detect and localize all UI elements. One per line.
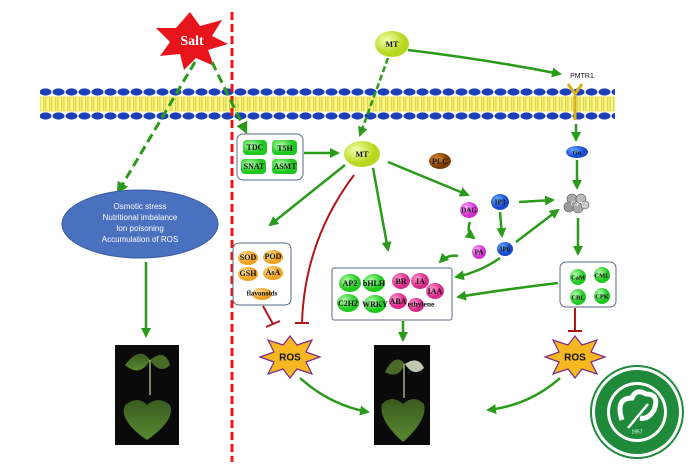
mt-inhibits-ros-line xyxy=(301,174,355,323)
mt-to-antioxidants-arrow xyxy=(268,164,346,227)
ip3-label: IP3 xyxy=(495,199,506,207)
plc-label: PLC xyxy=(432,157,448,166)
mt-uptake-arrow xyxy=(358,57,390,137)
mt-to-dag-arrow xyxy=(387,160,470,197)
g-alpha-node xyxy=(566,146,588,158)
sensor-cam: CaM xyxy=(571,274,585,281)
antioxidant-sod: SOD xyxy=(240,253,257,262)
enzyme-tdc: TDC xyxy=(247,143,264,152)
salt-to-synthesis-arrow xyxy=(210,61,248,135)
ip6-label: IP6 xyxy=(500,246,511,254)
salt-label: Salt xyxy=(180,34,204,49)
external-mt-label: MT xyxy=(386,40,400,49)
pa-to-tf-arrow xyxy=(438,252,459,264)
antioxidants-inhibit-ros-line xyxy=(262,305,274,325)
internal-melatonin xyxy=(344,141,380,167)
mt-to-tf-arrow xyxy=(371,167,392,252)
stress-effects-oval xyxy=(61,189,219,259)
ros-star-icon xyxy=(258,335,322,379)
ros-star-icon xyxy=(543,335,607,379)
institute-logo: 1957 xyxy=(590,365,684,459)
pa-node xyxy=(472,245,486,259)
receptor-icon xyxy=(566,83,584,120)
hormone-iaa: IAA xyxy=(428,287,443,296)
salt-stimulus: Salt xyxy=(156,12,228,70)
sensors-to-tf-arrow xyxy=(456,281,559,301)
antioxidant-gsh: GSH xyxy=(240,269,258,278)
inhibit-bar xyxy=(265,320,281,328)
ip3-to-ip6-arrow xyxy=(496,211,507,238)
sensor-cbl: CBL xyxy=(571,294,585,301)
stress-effect: Ion poisoning xyxy=(116,224,164,233)
hormone-aba: ABA xyxy=(390,297,407,306)
sensor-cml: CML xyxy=(594,272,610,279)
antioxidant-flavonoids: flavonoids xyxy=(247,290,278,298)
hormone-ethylene: ethylene xyxy=(408,300,435,309)
salt-to-stress-arrow xyxy=(116,61,197,195)
hormone-br: BR xyxy=(395,277,406,286)
plc-node xyxy=(429,153,451,169)
ros-left: ROS xyxy=(258,335,322,379)
ip6-node xyxy=(497,242,513,256)
sensor-cpk: CPK xyxy=(595,293,609,300)
dag-label: DAG xyxy=(461,207,477,215)
ros-left-to-plant-arrow xyxy=(299,377,370,416)
transcription-factors: AP2 bHLH C2H2 WRKY xyxy=(337,274,388,313)
treated-plant-photo xyxy=(374,345,430,445)
cotton-emblem-icon xyxy=(617,389,659,421)
stressed-plant-photo xyxy=(115,345,179,445)
calcium-cluster: Ca²⁺ xyxy=(563,193,590,214)
internal-mt-label: MT xyxy=(356,150,370,159)
stress-effect: Osmotic stress xyxy=(114,202,167,211)
antioxidant-pod: POD xyxy=(265,252,282,261)
salt-star-icon xyxy=(156,12,228,70)
dag-to-pa-arrow xyxy=(464,221,476,240)
hormone-ja: JA xyxy=(415,277,425,286)
tf-c2h2: C2H2 xyxy=(338,299,358,308)
g-alpha-label: Gα xyxy=(573,149,582,156)
antioxidant-asa: AsA xyxy=(266,268,281,277)
mt-to-receptor-arrow xyxy=(407,48,562,78)
stress-effect: Nutritional imbalance xyxy=(103,213,178,222)
tf-bhlh: bHLH xyxy=(363,279,386,288)
calcium-label: Ca²⁺ xyxy=(571,200,583,207)
ip3-to-calcium-arrow xyxy=(518,195,555,206)
antioxidants: SOD POD GSH AsA flavonoids xyxy=(238,250,283,300)
logo-year: 1957 xyxy=(631,429,642,435)
synthesis-enzymes: TDC T5H SNAT ASMT xyxy=(241,140,297,174)
tf-ap2: AP2 xyxy=(343,279,358,288)
ip6-to-tf-arrow xyxy=(454,256,501,281)
dag-node xyxy=(460,202,478,218)
enzyme-t5h: T5H xyxy=(277,144,293,153)
ros-right-to-plant-arrow xyxy=(486,377,561,415)
calcium-sensors: CaM CML CBL CPK xyxy=(570,267,610,305)
ros-label: ROS xyxy=(279,353,301,364)
plasma-membrane xyxy=(40,88,615,120)
ros-label: ROS xyxy=(564,353,586,364)
stress-effect: Accumulation of ROS xyxy=(102,235,178,244)
external-melatonin xyxy=(375,31,409,57)
ip3-node xyxy=(491,194,509,210)
enzyme-asmt: ASMT xyxy=(273,162,297,171)
pa-label: PA xyxy=(475,249,484,257)
enzyme-snat: SNAT xyxy=(244,162,265,171)
tf-wrky: WRKY xyxy=(362,300,388,309)
ip6-to-calcium-arrow xyxy=(515,208,560,243)
hormones: BR JA IAA ABA ethylene xyxy=(389,273,444,312)
receptor-label: PMTR1 xyxy=(570,73,594,80)
ros-right: ROS xyxy=(543,335,607,379)
